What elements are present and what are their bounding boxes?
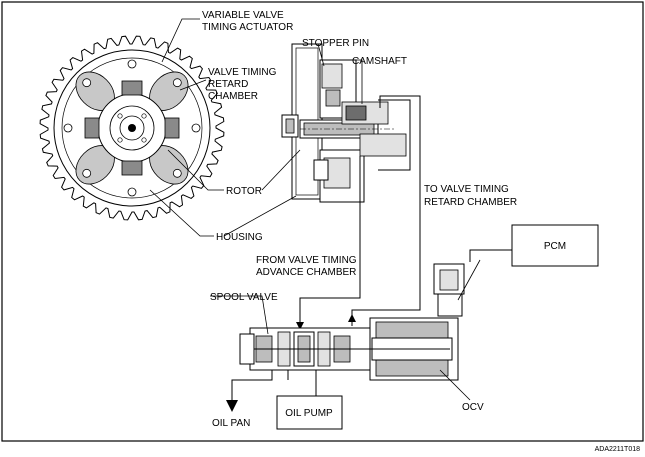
leader-lines <box>149 18 471 401</box>
pcm-box <box>511 224 599 267</box>
label-oil-pan: OIL PAN <box>212 418 250 429</box>
label-actuator-line1: VARIABLE VALVE <box>202 10 284 21</box>
label-retard-line1: VALVE TIMING <box>208 67 277 78</box>
label-spool-valve: SPOOL VALVE <box>210 292 278 303</box>
rotor-vane <box>121 80 143 96</box>
label-ocv: OCV <box>462 402 484 413</box>
label-to-retard-line1: TO VALVE TIMING <box>424 184 509 195</box>
actuator-side-section <box>281 43 411 203</box>
oil-pump-box <box>276 395 343 430</box>
label-to-retard-line2: RETARD CHAMBER <box>424 197 517 208</box>
rotor-vane <box>84 117 100 139</box>
rotor-vane <box>164 117 180 139</box>
sprocket-front-view <box>39 35 225 221</box>
label-camshaft: CAMSHAFT <box>352 56 407 67</box>
label-retard-line2: RETARD <box>208 79 248 90</box>
label-oil-pump: OIL PUMP <box>285 408 333 419</box>
label-housing: HOUSING <box>216 232 263 243</box>
label-rotor: ROTOR <box>226 186 262 197</box>
ocv-spool-valve <box>239 249 512 381</box>
figure-code: ADA2211T018 <box>595 446 641 453</box>
label-retard-line3: CHAMBER <box>208 91 258 102</box>
label-pcm: PCM <box>544 241 566 252</box>
label-actuator-line2: TIMING ACTUATOR <box>202 22 293 33</box>
figure-frame <box>1 1 644 442</box>
label-from-advance-line2: ADVANCE CHAMBER <box>256 267 356 278</box>
label-from-advance-line1: FROM VALVE TIMING <box>256 255 357 266</box>
label-stopper-pin: STOPPER PIN <box>302 38 369 49</box>
rotor-vane <box>121 160 143 176</box>
